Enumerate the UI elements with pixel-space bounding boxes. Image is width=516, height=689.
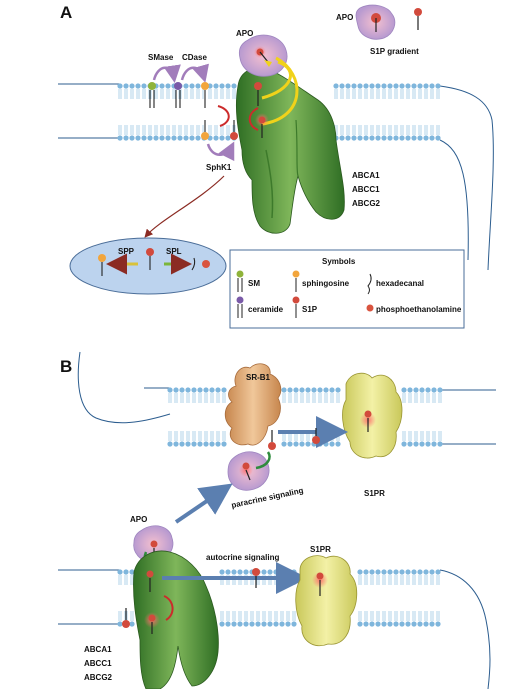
s1p-in-membrane-b-top <box>268 428 320 450</box>
sphingosine-lipid <box>201 82 209 108</box>
abc-transporter-b <box>133 550 219 689</box>
sphk1-arrow <box>206 141 235 162</box>
flip-arrow-a <box>248 107 259 131</box>
efflux-arrow-2 <box>261 56 299 126</box>
s1p-outer-lipid-b <box>122 608 130 628</box>
legend-sm: SM <box>236 270 260 292</box>
abc-transporter-a <box>235 67 345 234</box>
s1pr-bottom <box>295 555 358 647</box>
cell-outline-b-top-left <box>77 351 171 424</box>
smase-arrow <box>152 64 181 83</box>
abcg2-label-b: ABCG2 <box>84 673 113 682</box>
smase-label: SMase <box>148 53 174 62</box>
legend-hexadecanal: hexadecanal <box>367 273 424 295</box>
spl-label: SPL <box>166 247 182 256</box>
s1p-gradient-label: S1P gradient <box>370 47 419 56</box>
cdase-label: CDase <box>182 53 207 62</box>
legend-ceramide-label: ceramide <box>248 305 284 314</box>
cell-outline-a-inner-right <box>439 139 469 261</box>
s1p-in-transporter-a <box>254 82 269 138</box>
srb1-receptor <box>224 363 282 446</box>
legend-s1p-label: S1P <box>302 305 318 314</box>
abca1-label-a: ABCA1 <box>352 171 380 180</box>
cell-outline-b-bottom-right <box>439 569 491 689</box>
legend-sphingosine: sphingosine <box>292 270 350 292</box>
abca1-label-b: ABCA1 <box>84 645 112 654</box>
symbols-legend: Symbols SM sphingosine hexadecanal ceram… <box>229 249 465 329</box>
legend-phosphoethanolamine-label: phosphoethanolamine <box>376 305 462 314</box>
abcc1-label-b: ABCC1 <box>84 659 112 668</box>
apo-legend-icon <box>355 4 396 40</box>
legend-sm-label: SM <box>248 279 260 288</box>
cell-outline-a-right <box>439 85 494 271</box>
s1pr-bottom-label: S1PR <box>310 545 331 554</box>
sm-lipid <box>148 82 156 108</box>
sphingosine-inner <box>201 120 209 140</box>
abcg2-label-a: ABCG2 <box>352 199 381 208</box>
s1p-legend-icon <box>414 8 422 30</box>
legend-sphingosine-label: sphingosine <box>302 279 350 288</box>
ceramide-lipid <box>174 82 182 108</box>
sphk1-label: SphK1 <box>206 163 232 172</box>
membrane-a <box>117 83 441 141</box>
flip-arrow-sph <box>217 105 230 127</box>
legend-phosphoethanolamine: phosphoethanolamine <box>366 304 462 314</box>
efflux-arrowhead <box>264 60 272 67</box>
degradation-arrow <box>144 175 225 238</box>
apo-legend-label: APO <box>336 13 353 22</box>
legend-ceramide: ceramide <box>236 296 284 318</box>
legend-hexadecanal-label: hexadecanal <box>376 279 424 288</box>
s1pr-top-label: S1PR <box>364 489 385 498</box>
s1p-inner <box>230 120 238 140</box>
s1p-autocrine <box>252 568 260 588</box>
legend-s1p: S1P <box>292 296 318 318</box>
srb1-label: SR-B1 <box>246 373 271 382</box>
panel-b-letter: B <box>60 357 72 376</box>
s1pr-top <box>342 372 403 459</box>
paracrine-arrow <box>174 483 233 524</box>
spp-label: SPP <box>118 247 135 256</box>
autocrine-label: autocrine signaling <box>206 553 279 562</box>
abcc1-label-a: ABCC1 <box>352 185 380 194</box>
symbols-title: Symbols <box>322 257 356 266</box>
apo-label-b: APO <box>130 515 147 524</box>
cdase-arrow <box>180 63 209 83</box>
panel-a-letter: A <box>60 3 72 22</box>
er-compartment <box>69 237 227 295</box>
apo-particle-a <box>238 34 288 77</box>
apo-label-a: APO <box>236 29 253 38</box>
apo-particle-paracrine <box>227 451 271 491</box>
